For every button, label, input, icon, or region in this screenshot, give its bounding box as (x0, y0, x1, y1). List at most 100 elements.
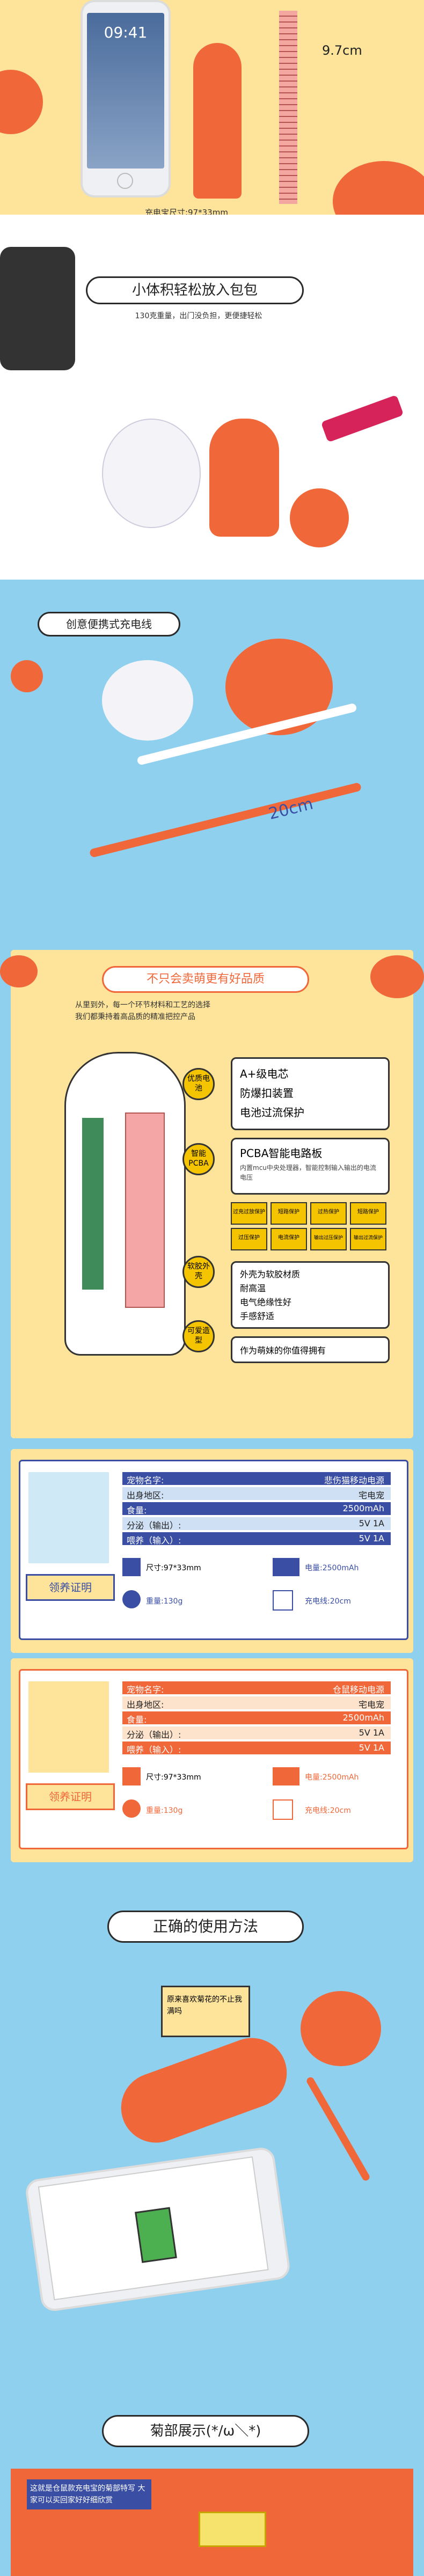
spec-size: 尺寸:97*33mm (146, 1773, 201, 1782)
protection-chip: 过压保护 (231, 1228, 267, 1250)
bag-subtitle: 130克重量，出门没负担，更便捷轻松 (135, 312, 262, 320)
cat-portrait (28, 1472, 109, 1563)
spec-row: 分泌（输出）:5V 1A (122, 1517, 391, 1531)
cell-box: A+级电芯 防爆扣装置 电池过流保护 (231, 1057, 390, 1130)
protection-chip: 输出过压保护 (310, 1228, 347, 1250)
usage-cable (305, 2076, 371, 2182)
hamster-decor-card-right (370, 955, 424, 998)
scale-icon (122, 1799, 141, 1818)
cat-bank-image (102, 419, 201, 528)
cute-text: 作为萌妹的你值得拥有 (240, 1345, 326, 1356)
cell-line-2: 防爆扣装置 (240, 1087, 294, 1100)
adoption-badge: 领养证明 (26, 1783, 115, 1810)
spec-row: 分泌（输出）:5V 1A (122, 1726, 391, 1740)
plug-icon (273, 1590, 293, 1611)
show-photo: 这就是仓鼠款充电宝的菊部特写 大家可以买回家好好细欣赏 (11, 2469, 413, 2576)
shell-box: 外壳为软胶材质 耐高温 电气绝缘性好 手感舒适 (231, 1261, 390, 1329)
home-button (117, 173, 133, 189)
speech-bubble: 原来喜欢菊花的不止我满吗 (161, 1986, 250, 2037)
ruler-icon (122, 1558, 141, 1576)
show-note: 这就是仓鼠款充电宝的菊部特写 大家可以买回家好好细欣赏 (27, 2479, 151, 2509)
protection-chip: 过热保护 (310, 1202, 347, 1225)
spec-row: 宠物名字:悲伤猫移动电源 (122, 1472, 391, 1485)
protection-chip: 输出过流保护 (350, 1228, 386, 1250)
spec-table: 宠物名字:仓鼠移动电源 出身地区:宅电宠 食量:2500mAh 分泌（输出）:5… (122, 1681, 391, 1757)
hero-section: 09:41 9.7cm 充电宝尺寸:97*33mm (0, 0, 424, 215)
spec-row: 出身地区:宅电宠 (122, 1487, 391, 1501)
bubble-text: 原来喜欢菊花的不止我满吗 (167, 1995, 242, 2016)
tag-shell: 软胶外壳 (182, 1256, 215, 1288)
plug-icon (273, 1799, 293, 1820)
orange-cable (89, 782, 362, 858)
spec-capacity: 电量:2500mAh (305, 1564, 359, 1572)
quality-intro-1: 从里到外，每一个环节材料和工艺的选择 (75, 1001, 210, 1009)
battery-icon (273, 1767, 299, 1785)
shell-line-3: 电气绝缘性好 (240, 1297, 292, 1307)
hamster-cable-image (11, 660, 43, 692)
pcba-title: PCBA智能电路板 (240, 1147, 323, 1160)
bag-section: 小体积轻松放入包包 130克重量，出门没负担，更便捷轻松 (0, 215, 424, 580)
hamster-decor-left (0, 70, 43, 134)
spec-table: 宠物名字:悲伤猫移动电源 出身地区:宅电宠 食量:2500mAh 分泌（输出）:… (122, 1472, 391, 1547)
tag-cute: 可爱造型 (182, 1320, 215, 1352)
card-inner: 领养证明 宠物名字:悲伤猫移动电源 出身地区:宅电宠 食量:2500mAh 分泌… (19, 1460, 408, 1640)
power-bank-hamster (193, 43, 242, 199)
size-caption: 充电宝尺寸:97*33mm (145, 208, 228, 215)
usage-power-bank (111, 2028, 297, 2153)
quality-card: 不只会卖萌更有好品质 从里到外，每一个环节材料和工艺的选择 我们都秉持着高品质的… (0, 950, 424, 1438)
spec-size: 尺寸:97*33mm (146, 1564, 201, 1572)
hamster-decor-right (333, 161, 424, 215)
cell-line-3: 电池过流保护 (240, 1106, 304, 1119)
quality-section: 不只会卖萌更有好品质 从里到外，每一个环节材料和工艺的选择 我们都秉持着高品质的… (0, 950, 424, 1449)
shell-line-4: 手感舒适 (240, 1311, 275, 1321)
backpack-image (0, 247, 75, 370)
ruler (279, 11, 297, 204)
spec-card-cat: 领养证明 宠物名字:悲伤猫移动电源 出身地区:宅电宠 食量:2500mAh 分泌… (11, 1449, 413, 1653)
hamster-head (301, 1991, 381, 2066)
protection-chip: 短路保护 (350, 1202, 386, 1225)
protection-chip: 短路保护 (271, 1202, 307, 1225)
spec-row: 出身地区:宅电宠 (122, 1696, 391, 1710)
spec-cable: 充电线:20cm (305, 1597, 351, 1606)
hamster-ball-image (290, 488, 349, 547)
protection-grid: 过充过放保护 短路保护 过热保护 短路保护 过压保护 电流保护 输出过压保护 输… (231, 1202, 386, 1250)
protection-chip: 电流保护 (271, 1228, 307, 1250)
battery-cell (125, 1113, 165, 1308)
shell-line-1: 外壳为软胶材质 (240, 1269, 301, 1279)
spec-row: 喂养（输入）:5V 1A (122, 1741, 391, 1755)
spec-row: 宠物名字:仓鼠移动电源 (122, 1681, 391, 1695)
charger-section: 创意便携式充电线 20cm (0, 580, 424, 950)
quality-intro-2: 我们都秉持着高品质的精准把控产品 (75, 1013, 195, 1021)
pcba-desc: 内置mcu中央处理器，智能控制输入输出的电流电压 (240, 1164, 376, 1181)
cell-line-1: A+级电芯 (240, 1067, 289, 1080)
battery-diagram (64, 1052, 186, 1356)
length-label: 20cm (267, 794, 315, 824)
tag-cell: 优质电池 (182, 1068, 215, 1100)
shell-line-2: 耐高温 (240, 1283, 266, 1293)
height-label: 9.7cm (322, 43, 362, 58)
pcba-box: PCBA智能电路板 内置mcu中央处理器，智能控制输入输出的电流电压 (231, 1138, 390, 1195)
ruler-icon (122, 1767, 141, 1785)
spec-weight: 重量:130g (146, 1597, 183, 1606)
phone-screen: 09:41 (87, 13, 164, 169)
cute-box: 作为萌妹的你值得拥有 (231, 1336, 390, 1363)
hamster-decor-card (0, 955, 38, 987)
spec-card-hamster: 领养证明 宠物名字:仓鼠移动电源 出身地区:宅电宠 食量:2500mAh 分泌（… (11, 1658, 413, 1862)
card-inner: 领养证明 宠物名字:仓鼠移动电源 出身地区:宅电宠 食量:2500mAh 分泌（… (19, 1669, 408, 1849)
hamster-portrait (28, 1681, 109, 1773)
hamster-bank-image (209, 419, 279, 537)
spec-cable: 充电线:20cm (305, 1806, 351, 1815)
cat-cable-image (102, 660, 193, 741)
lipstick-image (320, 394, 404, 443)
spec-row: 喂养（输入）:5V 1A (122, 1532, 391, 1546)
protection-chip: 过充过放保护 (231, 1202, 267, 1225)
battery-icon (273, 1558, 299, 1576)
spec-weight: 重量:130g (146, 1806, 183, 1815)
phone-screen (38, 2156, 269, 2301)
bag-title: 小体积轻松放入包包 (86, 276, 304, 304)
adoption-badge: 领养证明 (26, 1574, 115, 1601)
usage-phone (24, 2146, 291, 2313)
cards-section: 领养证明 宠物名字:悲伤猫移动电源 出身地区:宅电宠 食量:2500mAh 分泌… (0, 1449, 424, 1986)
spec-capacity: 电量:2500mAh (305, 1773, 359, 1782)
show-title: 菊部展示(*/ω＼*) (102, 2415, 309, 2447)
